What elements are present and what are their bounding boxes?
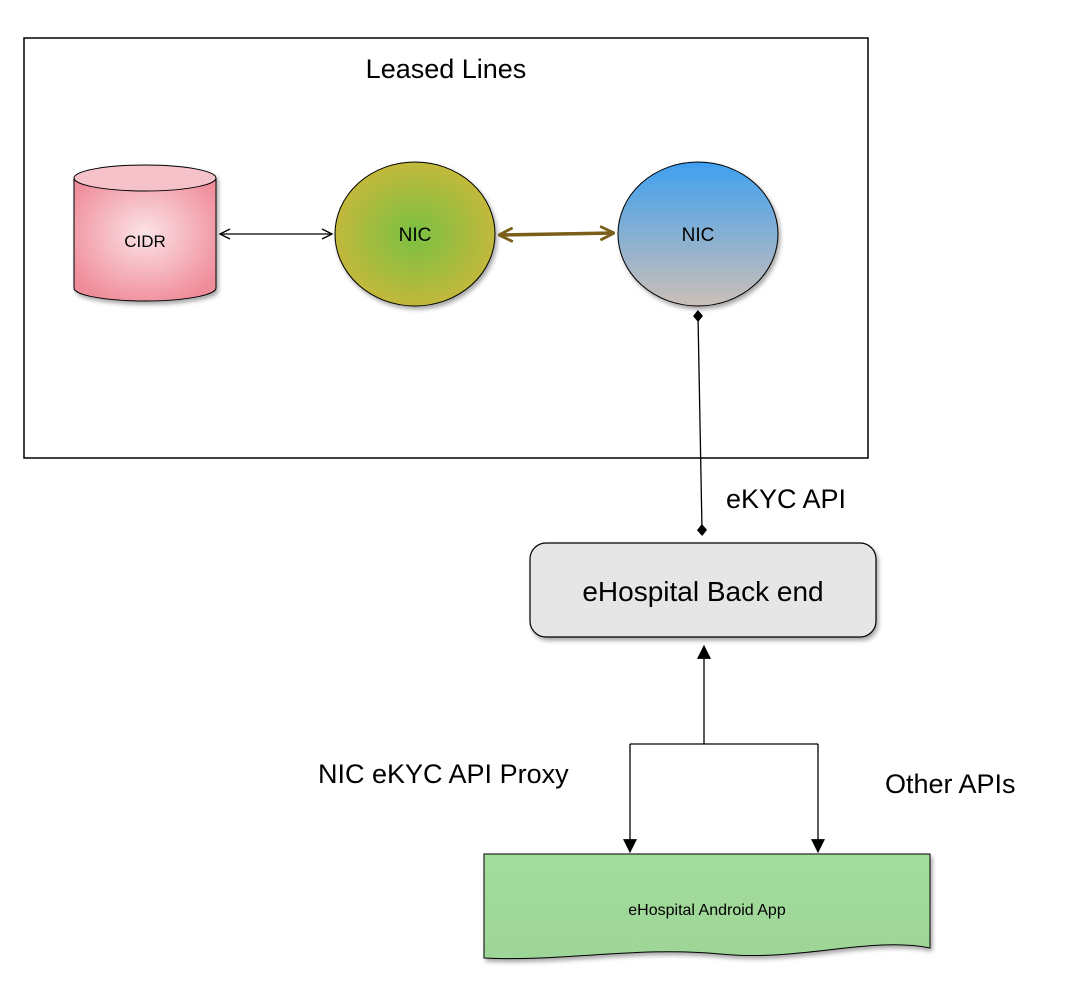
- ekyc-api-label: eKYC API: [726, 484, 846, 514]
- cidr-database: [73, 164, 217, 302]
- android-app-label: eHospital Android App: [628, 902, 786, 919]
- nic-right-node: [617, 161, 779, 307]
- api-fork-connector: [623, 644, 825, 854]
- nic-left-node: [334, 161, 496, 307]
- android-app-node: [483, 853, 931, 960]
- proxy-label: NIC eKYC API Proxy: [318, 759, 569, 789]
- container-title: Leased Lines: [366, 54, 527, 84]
- backend-node: [529, 542, 877, 638]
- backend-label: eHospital Back end: [582, 576, 823, 607]
- other-apis-label: Other APIs: [885, 769, 1016, 799]
- cidr-label: CIDR: [124, 232, 166, 251]
- nic-nic-connector: [499, 233, 614, 235]
- nic-left-label: NIC: [399, 225, 432, 246]
- ekyc-api-connector: [693, 310, 707, 536]
- nic-right-label: NIC: [682, 225, 715, 246]
